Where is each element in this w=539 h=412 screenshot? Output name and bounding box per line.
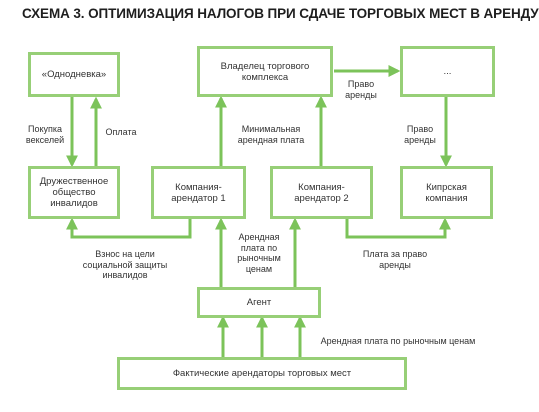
node-agent: Агент [197, 287, 321, 318]
label-right-rent-right: Право аренды [404, 124, 436, 145]
node-tenant2: Компания- арендатор 2 [270, 166, 373, 219]
node-unknown: ... [400, 46, 495, 97]
label-payment: Оплата [105, 127, 137, 137]
label-social-contribution: Взнос на цели социальной защиты инвалидо… [82, 249, 168, 280]
label-min-rent: Минимальная арендная плата [237, 124, 305, 145]
label-market-rent-agent: Арендная плата по рыночным ценам [237, 232, 281, 274]
label-payment-for-right: Плата за право аренды [362, 249, 428, 270]
node-cyprus: Кипрская компания [400, 166, 493, 219]
label-bills-purchase: Покупка векселей [25, 124, 65, 145]
label-market-rent-bottom: Арендная плата по рыночным ценам [320, 336, 476, 346]
scheme-diagram: СХЕМА 3. ОПТИМИЗАЦИЯ НАЛОГОВ ПРИ СДАЧЕ Т… [22, 6, 539, 390]
node-tenant1: Компания- арендатор 1 [151, 166, 246, 219]
node-actual-tenants: Фактические арендаторы торговых мест [117, 357, 407, 390]
node-society: Дружественное общество инвалидов [28, 166, 120, 219]
node-odnodnevka: «Однодневка» [28, 52, 120, 97]
node-owner: Владелец торгового комплекса [197, 46, 333, 97]
diagram-title: СХЕМА 3. ОПТИМИЗАЦИЯ НАЛОГОВ ПРИ СДАЧЕ Т… [22, 6, 539, 21]
label-right-rent-top: Право аренды [345, 79, 377, 100]
arrow-social-contribution [66, 217, 192, 239]
arrow-payment-for-right [345, 217, 451, 239]
connector-lines [66, 65, 452, 357]
